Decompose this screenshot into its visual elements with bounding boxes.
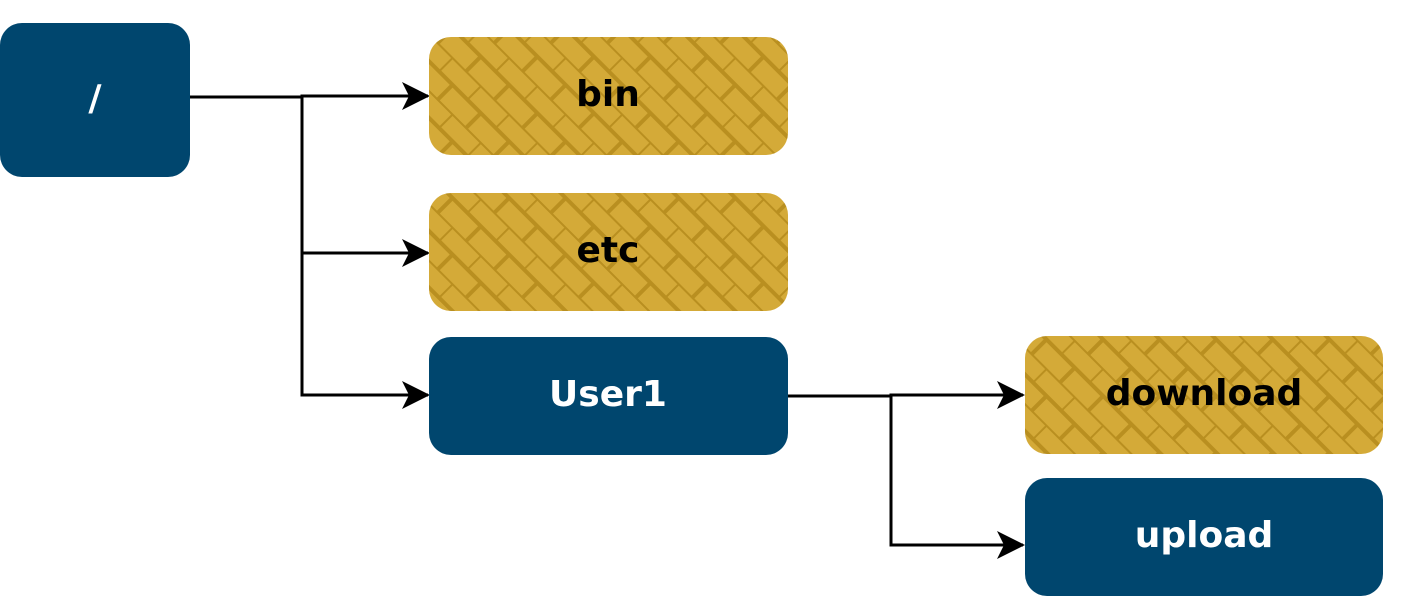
node-etc-box xyxy=(429,193,788,311)
node-bin-box xyxy=(429,37,788,155)
node-bin[interactable]: bin xyxy=(429,37,788,155)
node-root-label: / xyxy=(88,78,102,119)
node-user1-box xyxy=(429,337,788,455)
edge-root-to-etc xyxy=(300,96,430,267)
node-etc-label: etc xyxy=(577,230,640,271)
nodes: / bin etc User1 download upload xyxy=(0,23,1383,596)
edge-root-to-bin xyxy=(190,82,430,110)
node-download-box xyxy=(1025,336,1383,454)
edge-root-to-user1 xyxy=(300,253,430,409)
node-etc[interactable]: etc xyxy=(429,193,788,311)
node-download[interactable]: download xyxy=(1025,336,1383,454)
node-user1[interactable]: User1 xyxy=(429,337,788,455)
node-download-label: download xyxy=(1106,373,1303,414)
edges xyxy=(190,82,1025,559)
node-root-box xyxy=(0,23,190,177)
node-root[interactable]: / xyxy=(0,23,190,177)
node-upload[interactable]: upload xyxy=(1025,478,1383,596)
node-upload-box xyxy=(1025,478,1383,596)
edge-user1-to-download xyxy=(788,381,1025,409)
node-bin-label: bin xyxy=(576,74,640,115)
node-upload-label: upload xyxy=(1135,515,1274,556)
edge-user1-to-upload xyxy=(889,395,1025,559)
node-user1-label: User1 xyxy=(549,374,667,415)
